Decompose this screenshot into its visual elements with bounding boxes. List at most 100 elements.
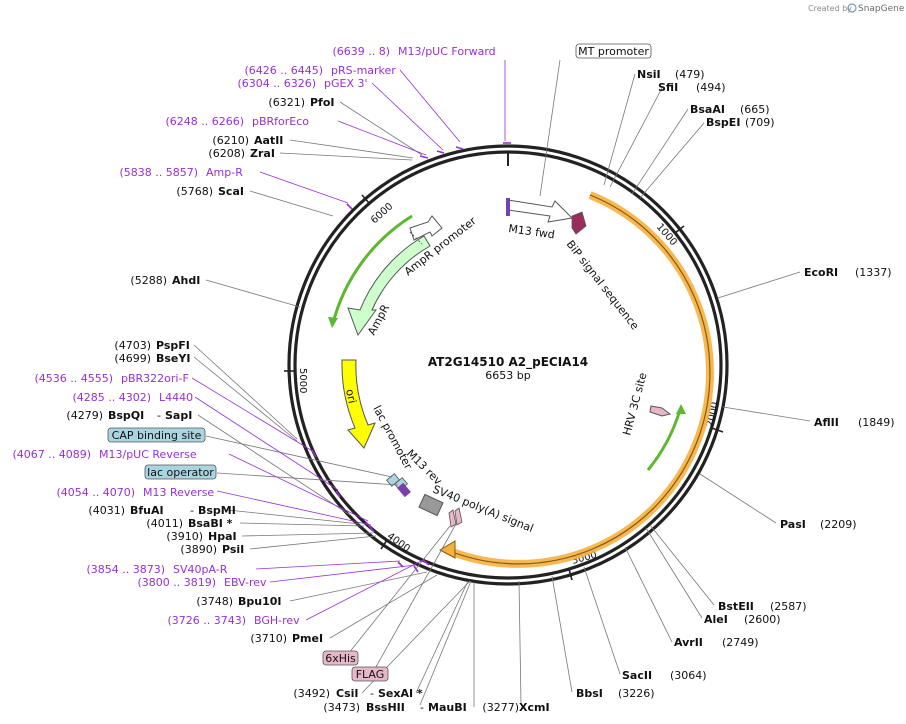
ampr-promoter-arrow: [409, 215, 443, 241]
m13-fwd-arrow: [507, 199, 574, 223]
enzyme-pos-hpai: (3910): [166, 530, 203, 543]
primer-range-prsmarker: (6426 .. 6445): [244, 64, 323, 77]
bip-arrow: [571, 211, 587, 235]
feature-hrv: HRV 3C site: [620, 371, 649, 437]
box-label-flag: FLAG: [356, 668, 385, 681]
enzyme-name-bbsi: BbsI: [576, 687, 603, 700]
feature-lac-promoter: lac promoter: [370, 403, 415, 472]
enzyme-pos-bsabi: (4011): [146, 517, 183, 530]
box-his: [322, 650, 359, 666]
primer-range-bghrev: (3726 .. 3743): [167, 614, 246, 627]
primer-range-pbr322ori: (4536 .. 4555): [34, 372, 113, 385]
feature-m13-fwd: M13 fwd: [508, 222, 556, 241]
plasmid-length: 6653 bp: [485, 369, 530, 382]
primer-name-bghrev: BGH-rev: [254, 614, 300, 627]
enzyme-pos-psii: (3890): [180, 543, 217, 556]
enzyme-pos-aatii: (6210): [212, 134, 249, 147]
enzyme-pos-sacii: (3064): [670, 669, 707, 682]
box-flag: [351, 666, 389, 682]
enzyme-pos-bsteii: (2587): [770, 600, 807, 613]
enzyme-name-hpai: HpaI: [208, 530, 237, 543]
insert-orf-arc-inner: [446, 194, 711, 565]
enzyme-name-zrai: ZraI: [250, 147, 275, 160]
enzyme-pos-ahdi: (5288): [130, 274, 167, 287]
enzyme-pos-bspei: (709): [745, 116, 775, 129]
enzyme-name-alei: AleI: [704, 613, 728, 626]
enzyme-pos-bfuai: (4031): [88, 504, 125, 517]
primer-name-pbr322ori: pBR322ori-F: [121, 372, 189, 385]
enzyme-pos-avrii: (2749): [722, 636, 759, 649]
enzyme-name-aflii: AflII: [814, 416, 839, 429]
enzyme-pos-csii: (3492): [293, 687, 330, 700]
enzyme-dash: -: [157, 409, 161, 422]
enzyme-name-sapi: SapI: [165, 409, 192, 422]
enzyme-pos-xcmi: (3277): [482, 701, 519, 714]
hrv-green-arrowhead: [676, 404, 686, 414]
primer-name-ebvrev: EBV-rev: [224, 576, 267, 589]
primer-range-l4440: (4285 .. 4302): [72, 391, 151, 404]
enzyme-pos-bsshii: (3473): [323, 701, 360, 714]
tick-6000: [361, 194, 370, 204]
tick-3000: [568, 568, 573, 581]
enzyme-pos-sfii: (494): [696, 81, 726, 94]
backbone-outer: [287, 144, 729, 586]
enzyme-name-aatii: AatII: [254, 134, 283, 147]
enzyme-leaders: [193, 59, 811, 707]
ampr-green-arrowhead: [328, 317, 338, 328]
enzyme-name-sexai: SexAI *: [378, 687, 423, 700]
enzyme-name-bsaai: BsaAI: [690, 103, 725, 116]
primer-name-l4440: L4440: [159, 391, 193, 404]
enzyme-name-pmei: PmeI: [292, 632, 323, 645]
primer-range-sv40par: (3854 .. 3873): [86, 563, 165, 576]
enzyme-name-bspei: BspEI: [706, 116, 740, 129]
primer-name-pgex3: pGEX 3': [324, 77, 368, 90]
plasmid-name: AT2G14510 A2_pECIA14: [428, 355, 588, 370]
hrv-green-arc: [646, 409, 682, 471]
tick-4000: [380, 539, 388, 550]
primer-range-ampr: (5838 .. 5857): [119, 166, 198, 179]
primer-name-ampr: Amp-R: [206, 166, 243, 179]
enzyme-pos-pspfi: (4703): [114, 339, 151, 352]
enzyme-name-bsshii: BssHII: [366, 701, 405, 714]
m13-fwd-primer-mark: [506, 198, 510, 216]
sv40-polya-box: [418, 493, 444, 517]
enzyme-pos-alei: (2600): [744, 613, 781, 626]
primer-name-m13reverse: M13 Reverse: [143, 486, 214, 499]
primer-name-m13pucfwd: M13/pUC Forward: [398, 45, 496, 58]
enzyme-pos-pfoi: (6321): [268, 96, 305, 109]
enzyme-name-xcmi: XcmI: [519, 701, 550, 714]
enzyme-pos-bsaai: (665): [740, 103, 770, 116]
m13-rev-primer-mark: [397, 482, 411, 498]
primer-marks: [311, 142, 511, 573]
enzyme-name-bseyi: BseYI: [156, 352, 190, 365]
snapgene-logo: SnapGene: [847, 3, 905, 14]
credit-brand: SnapGene: [858, 4, 905, 14]
hrv-3c-arrow: [649, 405, 672, 417]
enzyme-name-bsteii: BstEII: [718, 600, 754, 613]
primer-labels: (6639 .. 8)M13/pUC Forward(6426 .. 6445)…: [12, 45, 495, 627]
box-label-mtpromoter: MT promoter: [578, 45, 649, 58]
enzyme-dash: -: [420, 701, 424, 714]
enzyme-pos-aflii: (1849): [858, 416, 895, 429]
enzyme-name-pasi: PasI: [780, 518, 806, 531]
enzyme-pos-zrai: (6208): [208, 147, 245, 160]
enzyme-pos-bspqi: (4279): [66, 409, 103, 422]
enzyme-name-psii: PsiI: [222, 543, 244, 556]
enzyme-name-avrii: AvrII: [674, 636, 703, 649]
primer-range-m13pucrev: (4067 .. 4089): [12, 448, 91, 461]
tick-label-5000: 5000: [297, 368, 308, 393]
enzyme-name-bspqi: BspQI: [108, 409, 144, 422]
primer-name-prsmarker: pRS-marker: [331, 64, 396, 77]
enzyme-name-sfii: SfiI: [658, 81, 678, 94]
feature-sv40: SV40 poly(A) signal: [431, 483, 535, 535]
enzyme-pos-scai: (5768): [176, 185, 213, 198]
enzyme-name-maubi: MauBI: [428, 701, 467, 714]
enzyme-pos-bbsi: (3226): [618, 687, 655, 700]
ampr-promoter-overlap: [409, 231, 423, 245]
tick-1000: [674, 225, 685, 234]
enzyme-name-bspmi: BspMI: [198, 504, 236, 517]
enzyme-dash: -: [370, 687, 374, 700]
ampr-green-arc: [331, 214, 413, 324]
insert-orf-arrowhead: [438, 540, 456, 559]
